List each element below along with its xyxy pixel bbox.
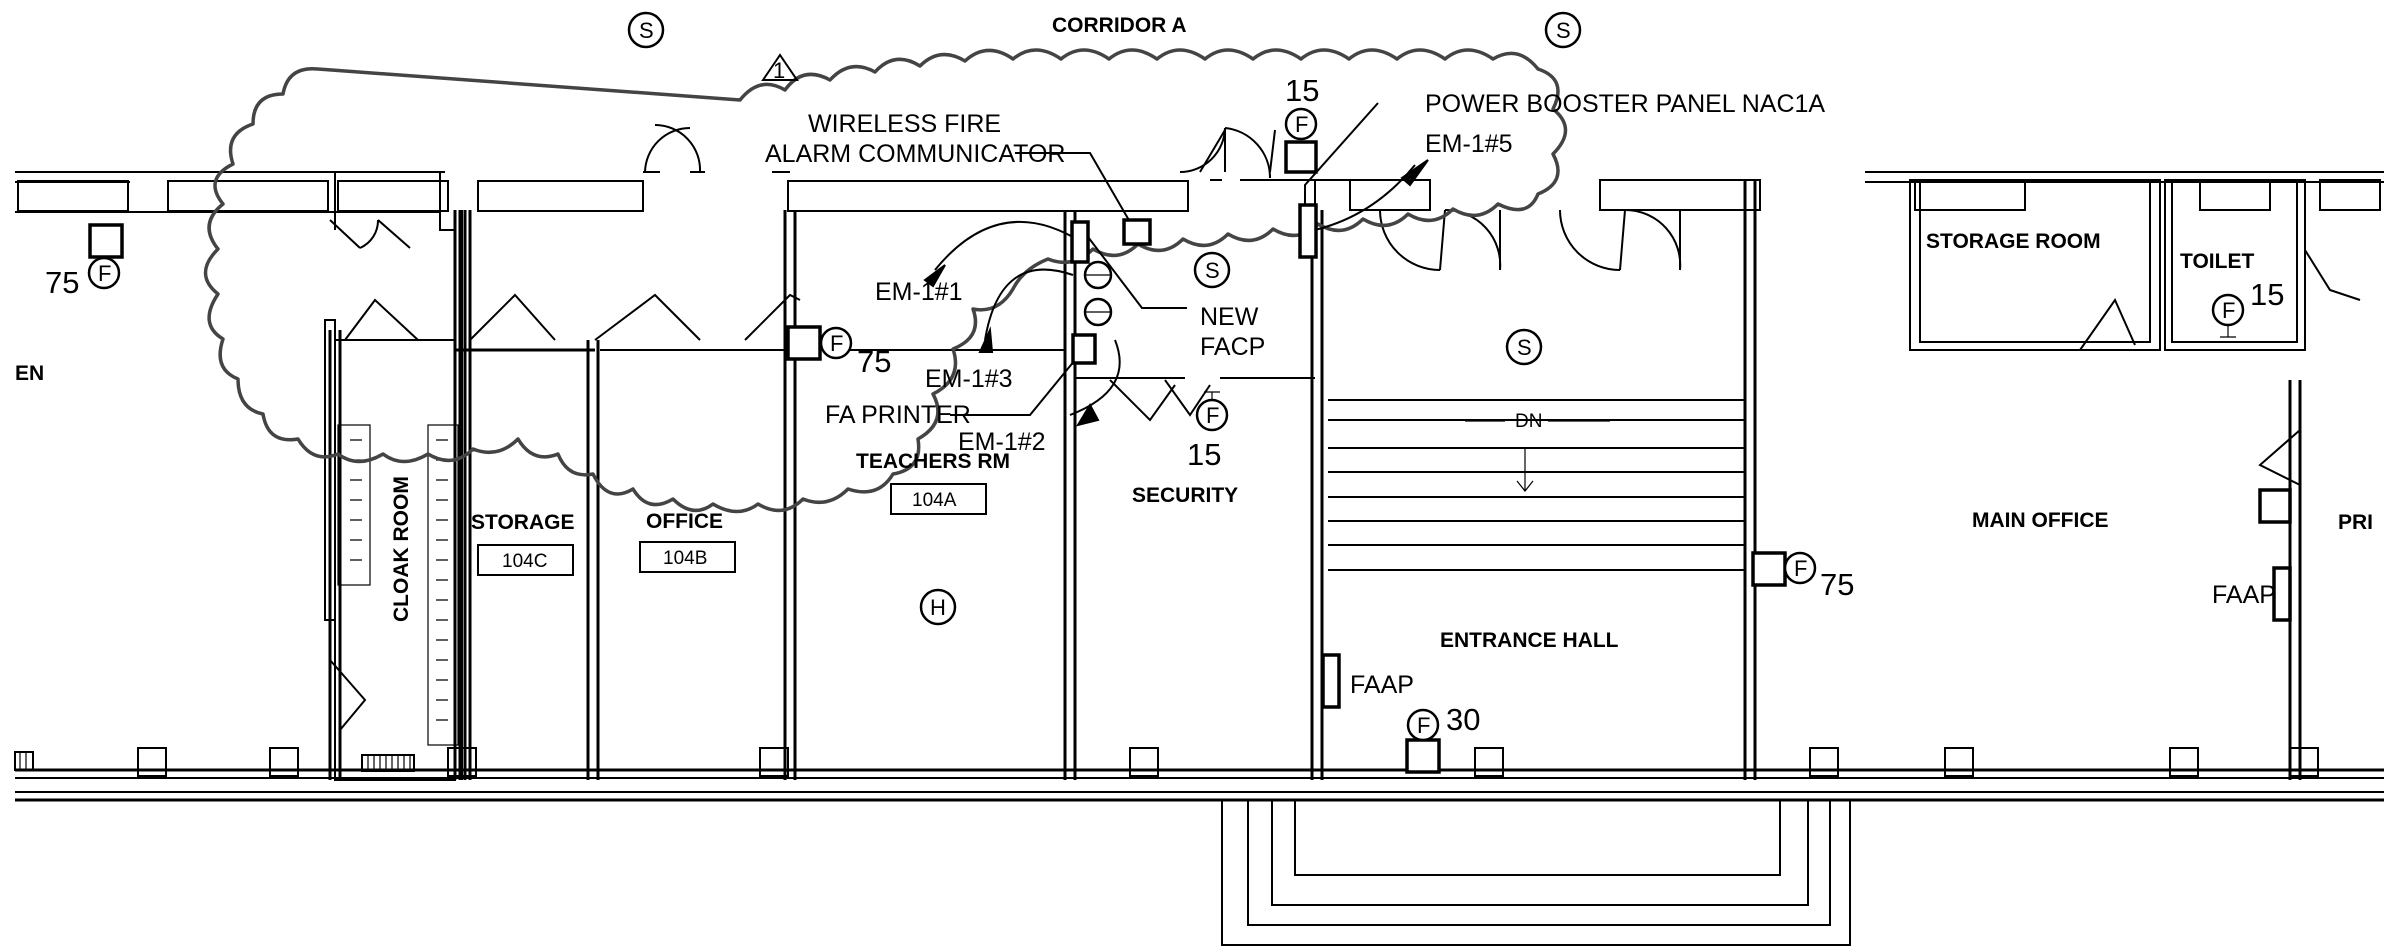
svg-text:S: S (639, 18, 654, 43)
storage-label: STORAGE (471, 511, 574, 534)
new-note: NEW (1200, 303, 1259, 331)
svg-text:15: 15 (1187, 437, 1221, 472)
smoke-detector-icon (1751, 551, 1787, 587)
faap-panel-icon (1321, 653, 1341, 709)
stair-down-label: DN (1515, 411, 1542, 432)
strobe-icon: S (1505, 328, 1543, 366)
teachers-room-number: 104A (912, 490, 957, 511)
fire-speaker-icon: F (819, 326, 853, 360)
svg-text:H: H (930, 595, 946, 620)
svg-text:S: S (1556, 18, 1571, 43)
fa-printer-icon (1071, 333, 1097, 365)
storage-room-label: STORAGE ROOM (1926, 230, 2101, 253)
smoke-detector-icon (88, 223, 124, 259)
smoke-detector-icon (786, 325, 822, 361)
toilet-label: TOILET (2180, 250, 2254, 273)
svg-text:15: 15 (1285, 73, 1319, 108)
svg-text:15: 15 (2250, 277, 2284, 312)
teachers-room-label: TEACHERS RM (856, 450, 1010, 473)
em3-note: EM-1#3 (925, 365, 1013, 393)
strobe-icon: S (1193, 251, 1231, 289)
svg-text:F: F (2222, 298, 2235, 323)
strobe-icon: S (1544, 11, 1582, 49)
smoke-detector-icon (1405, 738, 1441, 774)
em5-note: EM-1#5 (1425, 130, 1513, 158)
wireless-note-line2: ALARM COMMUNICATOR (765, 140, 1065, 168)
faap-panel-icon (2272, 566, 2292, 622)
wireless-communicator-icon (1122, 218, 1152, 246)
main-office-label: MAIN OFFICE (1972, 509, 2109, 532)
symbols: S S S S H F F F F F F F (87, 11, 2245, 742)
em1-note: EM-1#1 (875, 278, 963, 306)
doors (329, 123, 2361, 731)
svg-text:30: 30 (1446, 702, 1480, 737)
fire-speaker-icon: F (87, 256, 121, 290)
room-labels: CORRIDOR A EN CLOAK ROOM STORAGE 104C OF… (15, 14, 2373, 652)
walls (14, 171, 2384, 946)
security-label: SECURITY (1132, 484, 1238, 507)
svg-text:75: 75 (45, 265, 79, 300)
storage-room-number: 104C (502, 551, 547, 572)
revision-triangle-icon: 1 (761, 53, 799, 83)
revision-cloud (203, 48, 1568, 514)
power-booster-note: POWER BOOSTER PANEL NAC1A (1425, 90, 1825, 118)
fire-speaker-icon: F (1783, 551, 1817, 585)
facp-panel-icon (1070, 220, 1090, 264)
wireless-note-line1: WIRELESS FIRE (808, 110, 1001, 138)
heat-detector-icon: H (919, 588, 957, 626)
office-room-number: 104B (663, 548, 707, 569)
corridor-label: CORRIDOR A (1052, 14, 1187, 37)
svg-text:F: F (1417, 713, 1430, 738)
facp-note: FACP (1200, 333, 1265, 361)
fire-speaker-icon: F (1195, 398, 1229, 432)
annotations: WIRELESS FIRE ALARM COMMUNICATOR POWER B… (765, 90, 2276, 699)
svg-text:75: 75 (1820, 567, 1854, 602)
revision-number: 1 (773, 58, 785, 83)
svg-text:F: F (830, 331, 843, 356)
fa-printer-note: FA PRINTER (825, 401, 971, 429)
smoke-detector-icon (2258, 488, 2292, 524)
office-label: OFFICE (646, 510, 723, 533)
strobe-icon: S (627, 11, 665, 49)
cloak-room-label: CLOAK ROOM (390, 476, 413, 622)
fire-speaker-icon: F (1406, 708, 1440, 742)
faap-label-office: FAAP (2212, 581, 2276, 609)
right-edge-label: PRI (2338, 511, 2373, 534)
svg-text:F: F (98, 261, 111, 286)
svg-text:S: S (1205, 258, 1220, 283)
em2-note: EM-1#2 (958, 428, 1046, 456)
fire-speaker-icon: F (1284, 107, 1318, 141)
svg-text:S: S (1517, 335, 1532, 360)
power-booster-panel-icon (1298, 203, 1318, 259)
svg-text:F: F (1206, 403, 1219, 428)
svg-text:75: 75 (857, 344, 891, 379)
faap-label-hall: FAAP (1350, 671, 1414, 699)
svg-text:F: F (1794, 556, 1807, 581)
fire-speaker-icon: F (2211, 293, 2245, 327)
left-edge-label: EN (15, 362, 44, 385)
candela-ratings: 75 15 75 15 75 30 15 (45, 73, 2284, 737)
smoke-detector-icon (1284, 140, 1318, 174)
svg-text:F: F (1295, 112, 1308, 137)
devices (88, 140, 2292, 774)
entrance-hall-label: ENTRANCE HALL (1440, 629, 1619, 652)
